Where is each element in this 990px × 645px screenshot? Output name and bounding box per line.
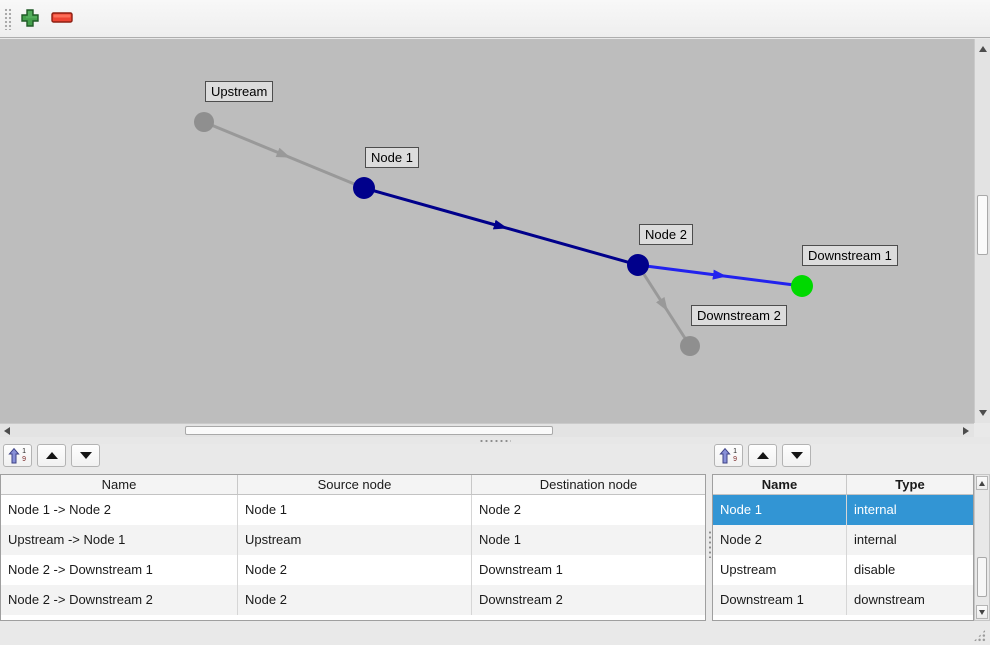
sort-digit-bottom: 9 — [22, 456, 26, 463]
horizontal-scrollbar-thumb[interactable] — [185, 426, 553, 435]
node-label[interactable]: Downstream 2 — [691, 305, 787, 326]
table-header-row: Name Type — [713, 475, 973, 495]
down-arrow-icon — [79, 452, 92, 459]
up-arrow-icon — [756, 452, 769, 459]
graph-node[interactable] — [627, 254, 649, 276]
column-header[interactable]: Source node — [238, 475, 472, 494]
graph-edge[interactable] — [203, 120, 365, 190]
graph-node[interactable] — [194, 112, 214, 132]
horizontal-pane-splitter[interactable] — [0, 437, 990, 444]
table-cell: Node 1 — [713, 495, 847, 525]
node-label[interactable]: Upstream — [205, 81, 274, 102]
table-scrollbar-thumb[interactable] — [977, 557, 987, 597]
table-cell: Downstream 1 — [713, 585, 847, 615]
column-header[interactable]: Type — [895, 477, 925, 492]
table-cell: Node 2 — [238, 555, 472, 585]
scroll-right-arrow-icon[interactable] — [963, 427, 969, 435]
splitter-grip-icon — [708, 530, 712, 558]
graph-edge[interactable] — [363, 186, 639, 267]
table-cell: Node 1 — [479, 532, 521, 547]
vertical-scrollbar-thumb[interactable] — [977, 195, 988, 255]
down-arrow-icon — [790, 452, 803, 459]
nodes-sort-button[interactable]: 1 9 — [714, 444, 743, 467]
main-toolbar — [0, 0, 990, 38]
table-cell: Node 2 — [479, 502, 521, 517]
window-resize-grip-icon[interactable] — [973, 629, 986, 642]
status-bar — [0, 621, 990, 645]
graph-node[interactable] — [353, 177, 375, 199]
node-label[interactable]: Downstream 1 — [802, 245, 898, 266]
vertical-pane-splitter[interactable] — [706, 474, 712, 621]
edges-move-up-button[interactable] — [37, 444, 66, 467]
graph-edge[interactable] — [637, 263, 803, 288]
column-header[interactable]: Destination node — [539, 477, 638, 492]
sort-digit-top: 1 — [22, 448, 26, 455]
remove-node-button[interactable] — [49, 7, 75, 31]
graph-node[interactable] — [791, 275, 813, 297]
add-node-button[interactable] — [17, 7, 43, 31]
scroll-down-button[interactable] — [976, 605, 988, 619]
scrollbar-corner — [974, 423, 990, 437]
table-row[interactable]: Node 1 internal — [713, 495, 973, 525]
table-cell: Upstream — [713, 555, 847, 585]
table-row[interactable]: Downstream 1 downstream — [713, 585, 973, 615]
nodes-move-down-button[interactable] — [782, 444, 811, 467]
column-header[interactable]: Name — [1, 475, 238, 494]
node-label[interactable]: Node 1 — [365, 147, 419, 168]
table-row[interactable]: Node 2 internal — [713, 525, 973, 555]
table-cell: Downstream 2 — [479, 592, 563, 607]
scroll-left-arrow-icon[interactable] — [4, 427, 10, 435]
canvas-horizontal-scrollbar[interactable] — [0, 423, 974, 437]
plus-icon — [20, 8, 40, 31]
table-cell: internal — [854, 532, 897, 547]
graph-edge[interactable] — [636, 264, 692, 347]
table-cell: Node 2 — [238, 585, 472, 615]
splitter-grip-icon — [479, 439, 511, 443]
sort-digit-bottom: 9 — [733, 456, 737, 463]
toolbar-drag-handle[interactable] — [4, 8, 12, 30]
canvas-vertical-scrollbar[interactable] — [974, 39, 990, 423]
table-cell: Downstream 1 — [479, 562, 563, 577]
table-cell: downstream — [854, 592, 925, 607]
table-cell: internal — [854, 502, 897, 517]
edges-move-down-button[interactable] — [71, 444, 100, 467]
graph-svg — [194, 112, 813, 356]
empty-partial-row — [713, 615, 973, 620]
nodes-move-up-button[interactable] — [748, 444, 777, 467]
table-cell: Upstream -> Node 1 — [1, 525, 238, 555]
table-cell: Node 1 — [238, 495, 472, 525]
scroll-down-arrow-icon[interactable] — [979, 410, 987, 416]
node-label[interactable]: Node 2 — [639, 224, 693, 245]
table-cell: disable — [854, 562, 896, 577]
table-cell: Node 2 — [713, 525, 847, 555]
minus-icon — [51, 11, 73, 28]
scroll-up-arrow-icon — [979, 480, 985, 486]
up-arrow-icon — [45, 452, 58, 459]
table-row[interactable]: Upstream disable — [713, 555, 973, 585]
table-cell: Upstream — [238, 525, 472, 555]
edges-sort-button[interactable]: 1 9 — [3, 444, 32, 467]
sort-ascending-icon: 1 9 — [4, 445, 31, 466]
scroll-up-arrow-icon[interactable] — [979, 46, 987, 52]
nodes-table-scrollbar[interactable] — [974, 474, 990, 621]
table-cell: Node 2 -> Downstream 2 — [1, 585, 238, 615]
graph-node[interactable] — [680, 336, 700, 356]
sort-digit-top: 1 — [733, 448, 737, 455]
column-header[interactable]: Name — [713, 475, 847, 494]
sort-ascending-icon: 1 9 — [715, 445, 742, 466]
empty-partial-row — [1, 615, 705, 620]
scroll-up-button[interactable] — [976, 476, 988, 490]
table-cell: Node 2 -> Downstream 1 — [1, 555, 238, 585]
scroll-down-arrow-icon — [979, 609, 985, 615]
table-cell: Node 1 -> Node 2 — [1, 495, 238, 525]
